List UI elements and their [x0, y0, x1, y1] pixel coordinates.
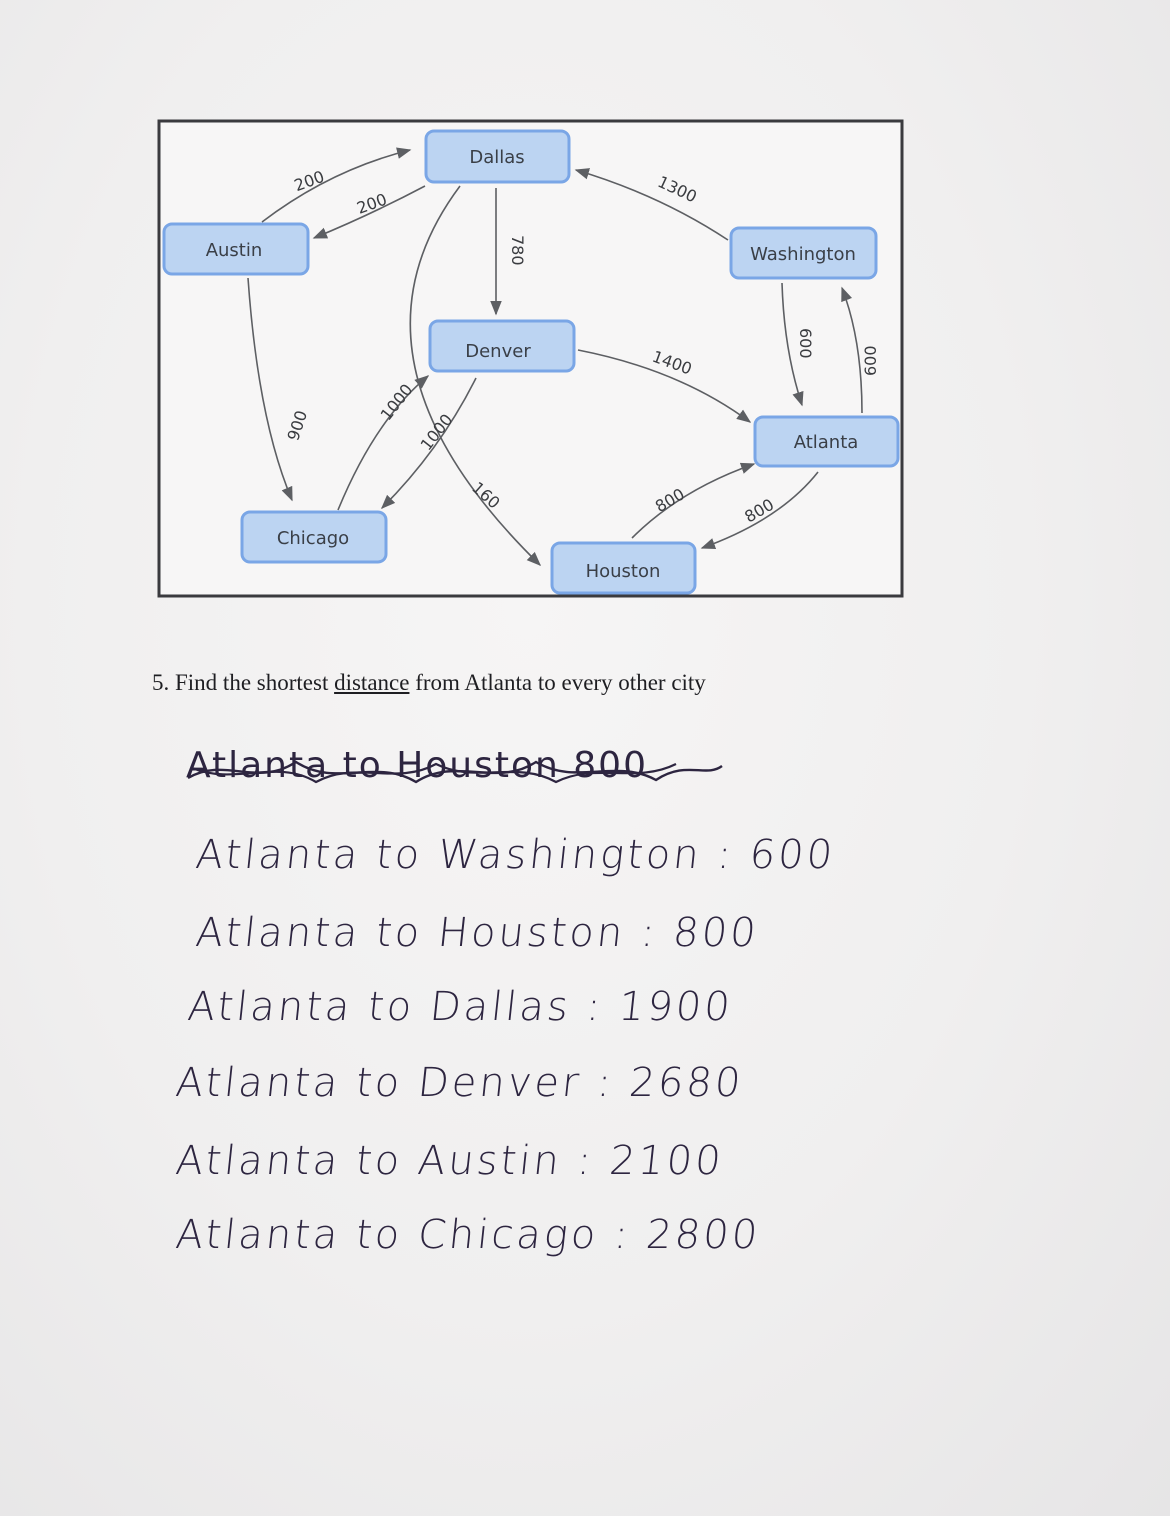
edge-chicago-denver: [337, 375, 430, 511]
edge-washington-atlanta: [781, 282, 804, 407]
edge-washington-dallas: [574, 168, 729, 241]
crossed-out-answer: Atlanta to Houston 800: [186, 745, 648, 786]
node-label-washington: Washington: [750, 244, 856, 265]
edge-weight-dallas-denver: 780: [508, 235, 527, 266]
answer-line-chicago: Atlanta to Chicago : 2800: [173, 1212, 763, 1258]
edge-dallas-austin: [312, 185, 426, 239]
question-number: 5.: [152, 670, 170, 695]
node-label-atlanta: Atlanta: [794, 432, 859, 453]
node-label-houston: Houston: [586, 561, 661, 582]
edge-denver-chicago: [380, 377, 477, 510]
node-chicago: Chicago: [240, 510, 388, 564]
question-prompt: 5. Find the shortest distance from Atlan…: [152, 670, 706, 696]
edge-denver-atlanta: [577, 349, 752, 423]
edge-weight-atlanta-washington: 600: [861, 345, 880, 376]
node-washington: Washington: [729, 226, 878, 280]
edge-austin-dallas: [261, 147, 412, 223]
answer-line-washington: Atlanta to Washington : 600: [193, 832, 838, 878]
edge-atlanta-washington: [841, 286, 863, 414]
node-denver: Denver: [428, 319, 576, 373]
scratch-out-marks: [187, 760, 723, 784]
node-atlanta: Atlanta: [753, 415, 900, 468]
node-austin: Austin: [162, 222, 310, 276]
edge-austin-houston: [409, 185, 542, 567]
node-label-denver: Denver: [465, 341, 531, 362]
node-dallas: Dallas: [424, 129, 571, 184]
question-text-before: Find the shortest: [175, 670, 329, 695]
node-label-austin: Austin: [206, 240, 263, 261]
answer-line-dallas: Atlanta to Dallas : 1900: [185, 984, 736, 1030]
node-label-chicago: Chicago: [277, 528, 349, 549]
question-underlined-word: distance: [334, 670, 410, 695]
answer-line-denver: Atlanta to Denver : 2680: [173, 1060, 746, 1106]
node-houston: Houston: [550, 541, 697, 595]
question-text-after: from Atlanta to every other city: [415, 670, 706, 695]
edge-dallas-chicago: [247, 277, 293, 502]
answer-line-austin: Atlanta to Austin : 2100: [173, 1138, 726, 1184]
edge-houston-atlanta: [631, 462, 756, 539]
answer-line-houston: Atlanta to Houston : 800: [193, 910, 762, 956]
edge-atlanta-houston: [700, 471, 819, 550]
edge-weight-washington-atlanta: 600: [796, 328, 815, 359]
node-label-dallas: Dallas: [469, 147, 524, 168]
graph-diagram: 200 200 1300 780 600 600 1400 900 1000 1…: [157, 119, 904, 598]
